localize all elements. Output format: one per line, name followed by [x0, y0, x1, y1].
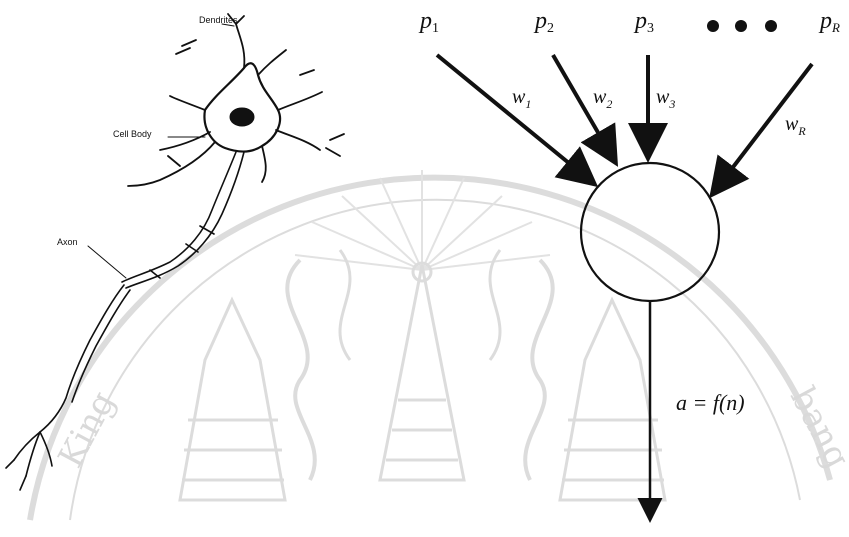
neuron-node	[581, 163, 719, 301]
weight-w2: w2	[593, 86, 612, 111]
label-dendrites: Dendrites	[199, 15, 238, 25]
input-p1: p1	[418, 8, 439, 36]
watermark-left-text: King	[51, 385, 124, 474]
biological-neuron	[6, 14, 344, 490]
watermark-right-text: bang	[782, 380, 849, 474]
dendrites-shape	[128, 14, 344, 186]
cell-body-shape	[204, 63, 280, 151]
weight-w3: w3	[656, 86, 675, 111]
weight-wR: wR	[785, 113, 806, 138]
ellipsis-dots	[707, 20, 777, 32]
watermark-seal	[30, 170, 830, 520]
arrow-p1	[437, 55, 592, 182]
input-p3: p3	[633, 8, 654, 36]
output-formula: a = f(n)	[676, 390, 745, 415]
label-axon: Axon	[57, 237, 78, 247]
input-pR: pR	[818, 8, 840, 35]
input-arrows	[437, 55, 812, 192]
input-p2: p2	[533, 8, 554, 36]
weight-w1: w1	[512, 86, 531, 111]
label-cell-body: Cell Body	[113, 129, 152, 139]
nucleus-shape	[230, 108, 254, 126]
